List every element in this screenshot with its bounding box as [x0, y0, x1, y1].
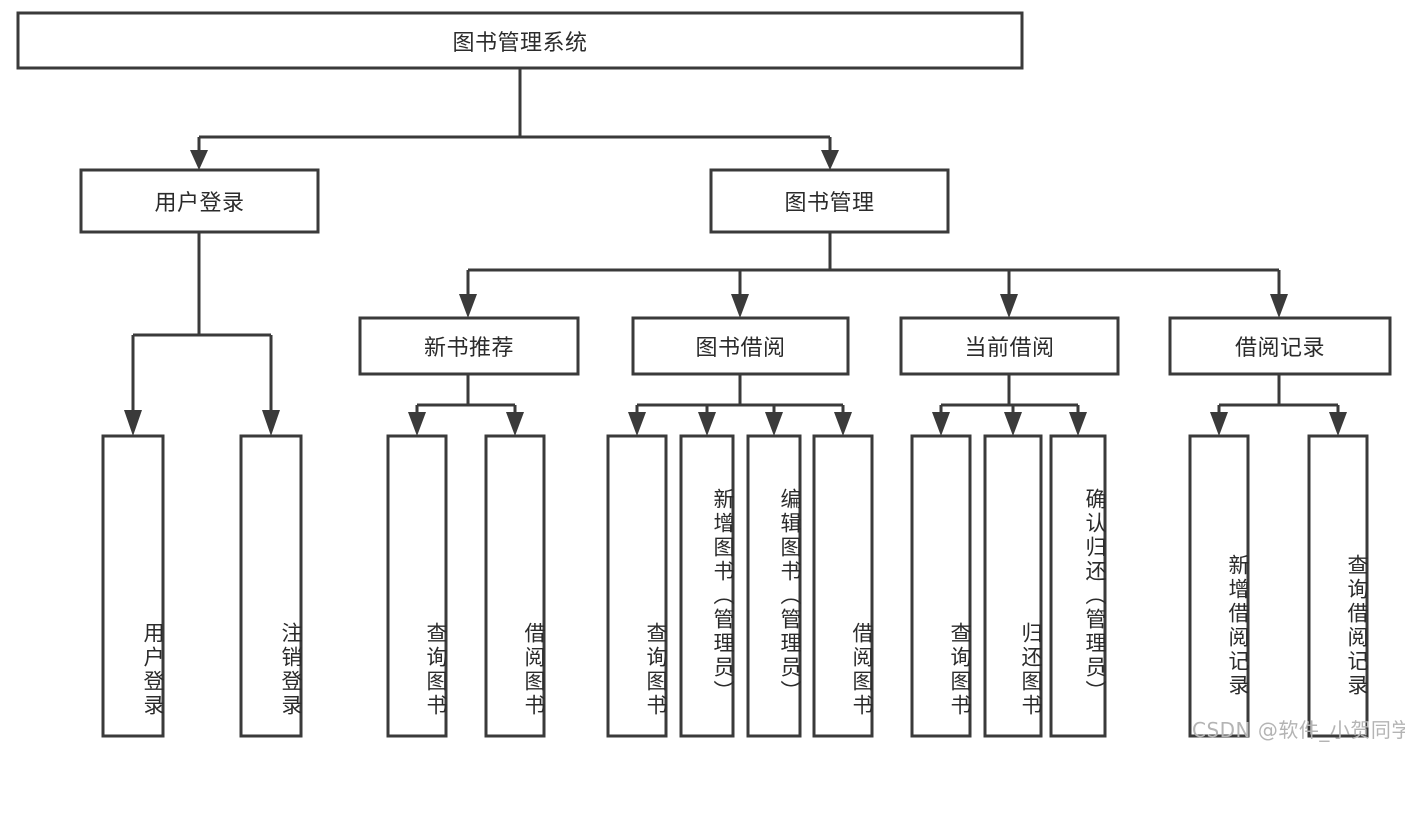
node-box-new-book-recommend[interactable]	[358, 316, 580, 376]
diagram-root: 图书管理系统 用户登录 图书管理 新书推荐 图书借阅 当前借阅 借阅记录 用户登…	[16, 11, 1405, 742]
arrow-head-borrow-record	[1270, 294, 1288, 318]
arrow-head-leaf-confirm-return	[1069, 412, 1087, 436]
node-box-root[interactable]	[16, 11, 1024, 70]
arrow-head-leaf-query-borrow-record	[1329, 412, 1347, 436]
leaf-box-query-book-borrow[interactable]	[606, 434, 668, 738]
leaf-box-edit-book-admin[interactable]	[746, 434, 802, 738]
leaf-box-return-book[interactable]	[983, 434, 1043, 738]
leaf-box-borrow-book-rec[interactable]	[484, 434, 546, 738]
arrow-head-current-borrow	[1000, 294, 1018, 318]
leaf-box-logout[interactable]	[239, 434, 303, 738]
leaf-box-add-borrow-record[interactable]	[1188, 434, 1250, 738]
leaf-box-query-borrow-record[interactable]	[1307, 434, 1369, 738]
arrow-head-leaf-return-book	[1004, 412, 1022, 436]
arrow-head-leaf-query-book-rec	[408, 412, 426, 436]
arrow-head-leaf-user-login	[124, 410, 142, 436]
arrow-head-new-book-recommend	[459, 294, 477, 318]
arrow-head-leaf-add-borrow-record	[1210, 412, 1228, 436]
diagram-canvas	[16, 11, 1392, 738]
leaf-box-user-login[interactable]	[101, 434, 165, 738]
csdn-watermark: CSDN @软件_小贺同学	[1192, 718, 1405, 742]
arrow-head-leaf-logout	[262, 410, 280, 436]
arrow-head-book-management	[821, 150, 839, 170]
arrow-head-user-login	[190, 150, 208, 170]
arrow-head-book-borrow	[731, 294, 749, 318]
arrow-head-leaf-borrow-book	[834, 412, 852, 436]
node-box-book-borrow[interactable]	[631, 316, 850, 376]
arrow-head-leaf-query-book-current	[932, 412, 950, 436]
arrow-head-leaf-add-book-admin	[698, 412, 716, 436]
node-box-current-borrow[interactable]	[899, 316, 1120, 376]
leaf-box-confirm-return-admin[interactable]	[1049, 434, 1107, 738]
node-box-book-management[interactable]	[709, 168, 950, 234]
arrow-head-leaf-edit-book-admin	[765, 412, 783, 436]
arrow-head-leaf-borrow-book-rec	[506, 412, 524, 436]
leaf-box-borrow-book[interactable]	[812, 434, 874, 738]
arrow-head-leaf-query-book-borrow	[628, 412, 646, 436]
leaf-box-query-book-current[interactable]	[910, 434, 972, 738]
leaf-box-query-book-rec[interactable]	[386, 434, 448, 738]
node-box-user-login[interactable]	[79, 168, 320, 234]
node-box-borrow-record[interactable]	[1168, 316, 1392, 376]
leaf-box-add-book-admin[interactable]	[679, 434, 735, 738]
